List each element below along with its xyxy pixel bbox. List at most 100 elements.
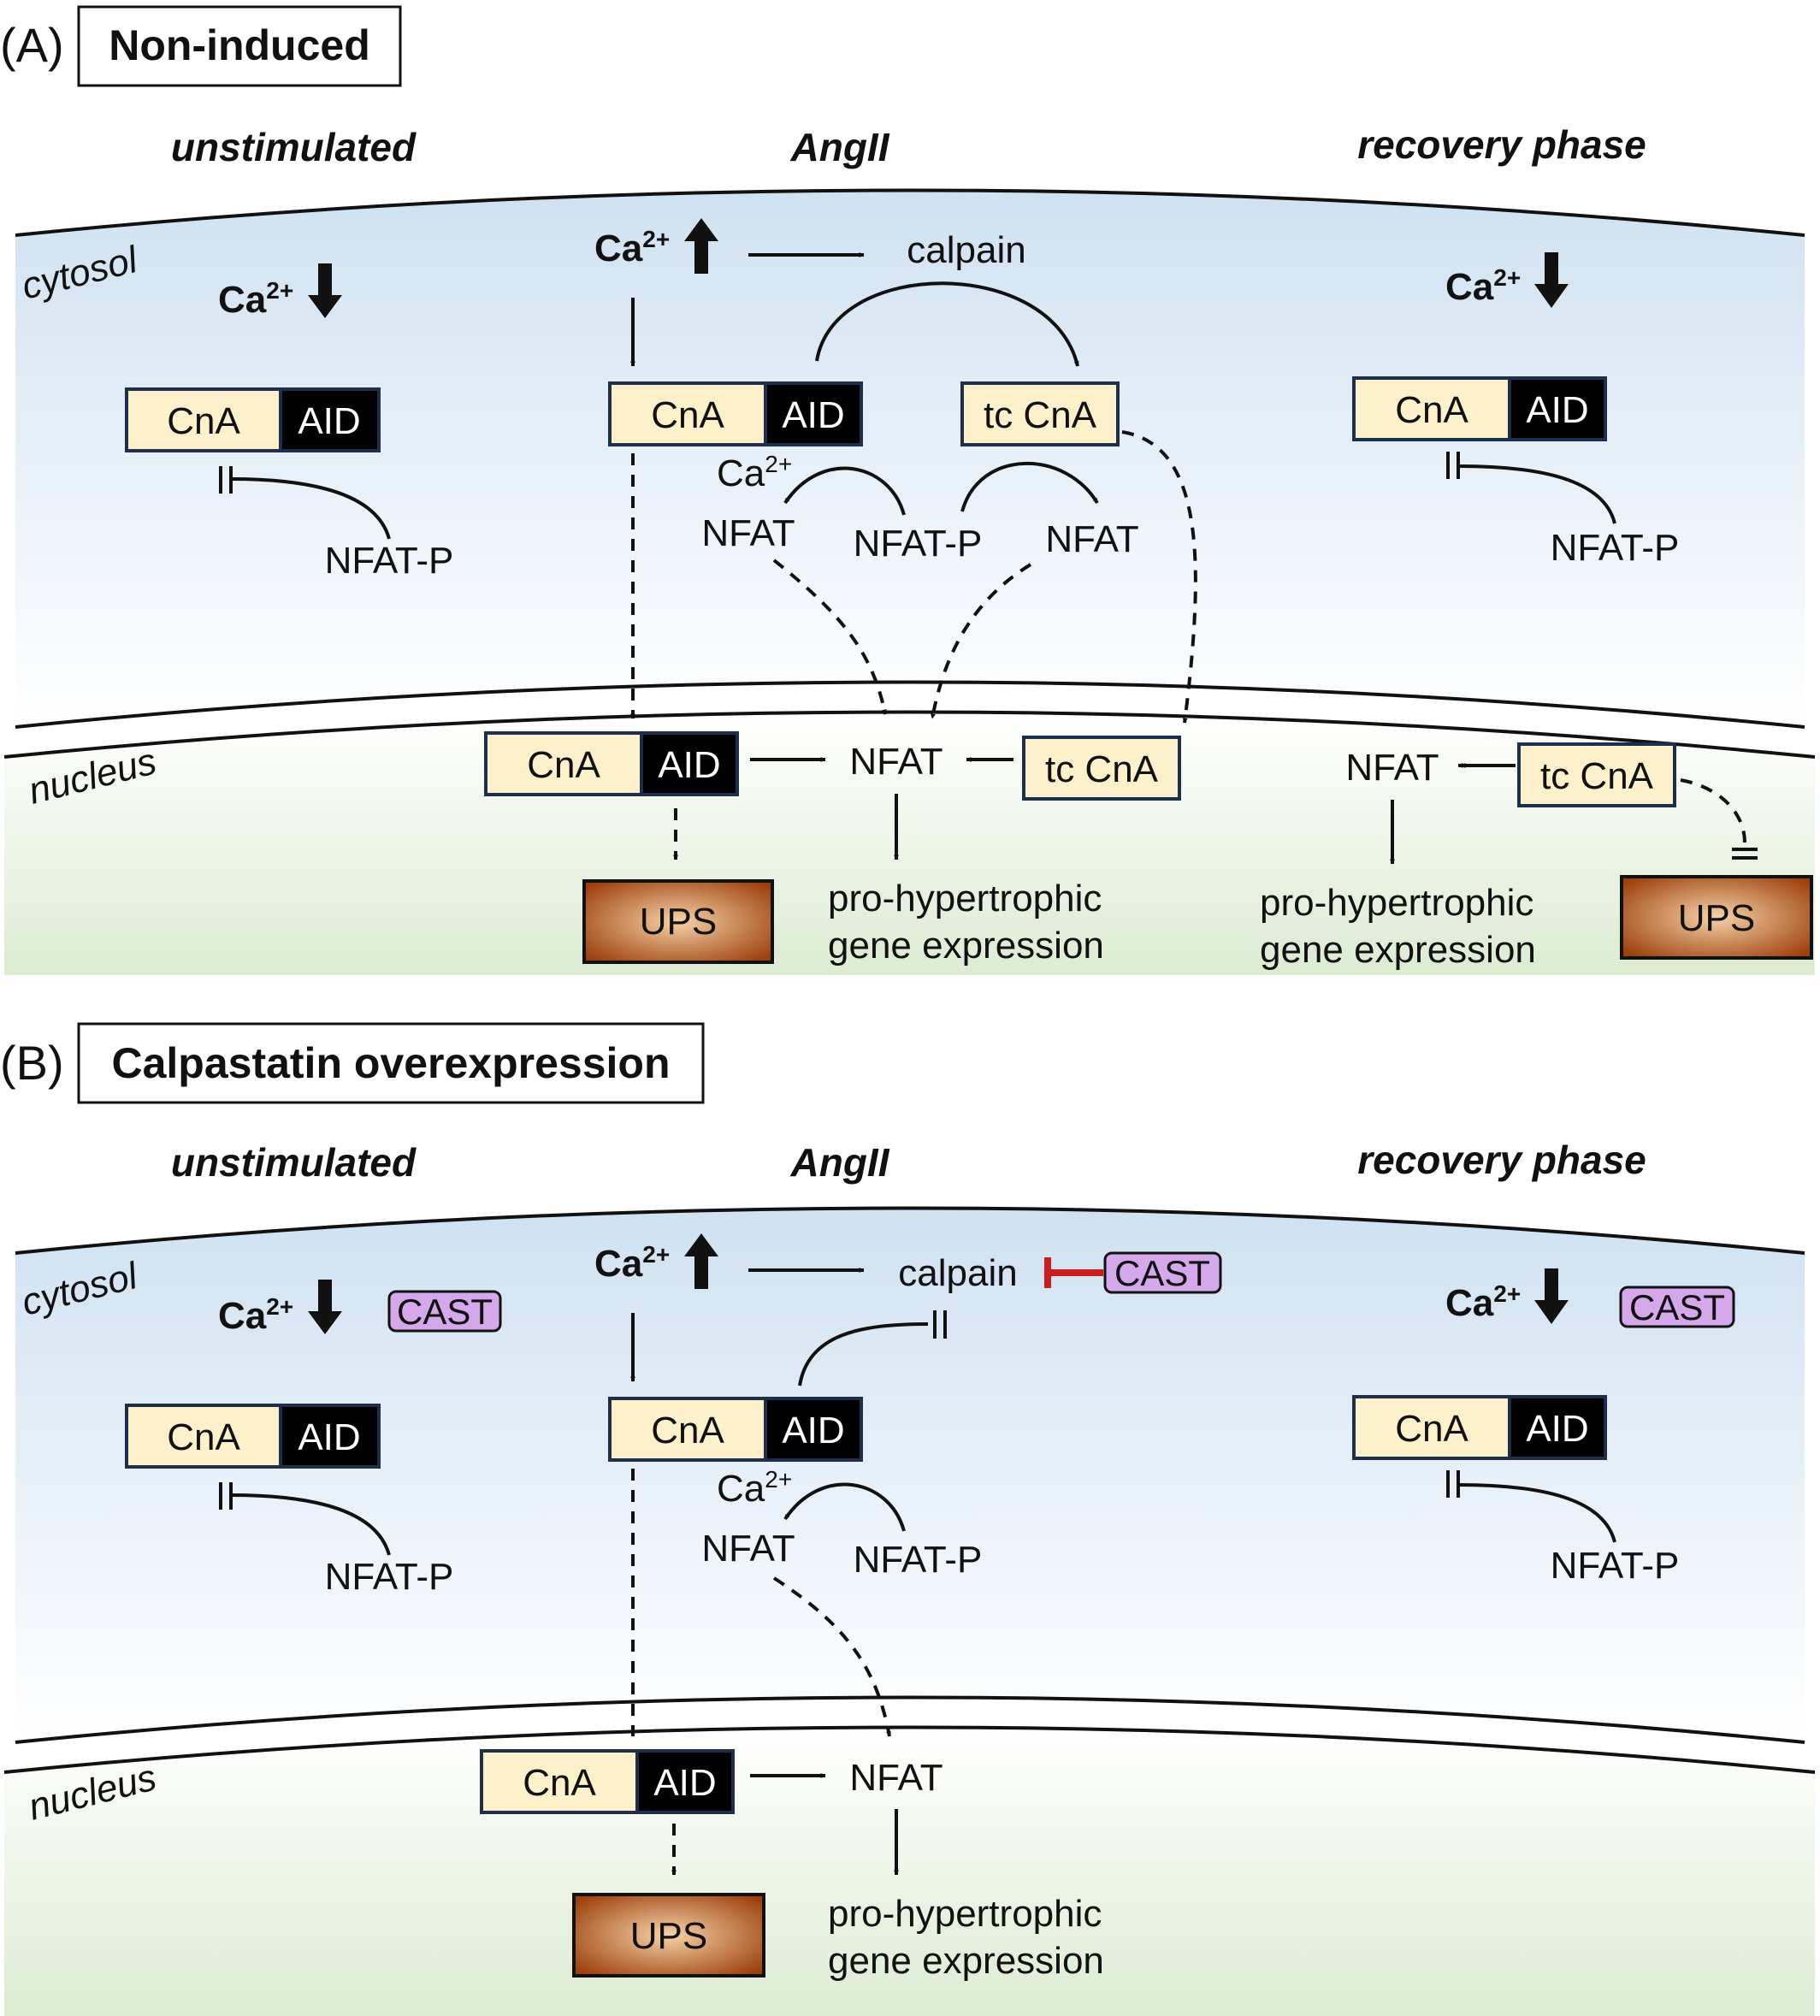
- arrow-calpain-cleavage: [815, 281, 1079, 367]
- arrow-nfat-dephosphorylation: [783, 1482, 906, 1532]
- svg-text:AID: AID: [782, 394, 844, 436]
- svg-text:AID: AID: [653, 1762, 716, 1804]
- cna-aid-complex: CnA AID: [608, 381, 863, 446]
- nfat-label: NFAT: [1045, 518, 1138, 560]
- up-arrow-icon: [684, 218, 718, 274]
- nfat-p-label: NFAT-P: [325, 1556, 454, 1598]
- phase-recovery: recovery phase: [1357, 1138, 1646, 1182]
- ca-low-right: Ca2+: [1445, 1268, 1569, 1324]
- expression-label: pro-hypertrophic: [1260, 882, 1533, 924]
- nfat-label: NFAT: [849, 741, 942, 783]
- svg-text:Ca2+: Ca2+: [1445, 264, 1521, 308]
- nfat-label: NFAT: [849, 1757, 942, 1799]
- svg-text:CnA: CnA: [651, 1410, 724, 1451]
- svg-text:Ca2+: Ca2+: [218, 277, 293, 321]
- nfat-p-inhibition: [219, 1482, 391, 1556]
- nfat-p-label: NFAT-P: [325, 540, 454, 582]
- ca-low-right: Ca2+: [1445, 252, 1569, 308]
- svg-text:CAST: CAST: [1114, 1253, 1210, 1293]
- svg-text:AID: AID: [298, 1416, 360, 1458]
- nuclear-envelope-outer: [3, 710, 1816, 759]
- nfat-label: NFAT: [701, 512, 795, 554]
- phase-angii: AngII: [790, 1140, 890, 1185]
- calpain-label: calpain: [907, 229, 1025, 271]
- panel-b-title: Calpastatin overexpression: [111, 1039, 670, 1087]
- nucleus-region: [4, 712, 1815, 975]
- up-arrow-icon: [684, 1233, 718, 1289]
- svg-text:CnA: CnA: [167, 400, 240, 442]
- expression-label: pro-hypertrophic: [828, 878, 1102, 919]
- tc-cna-box: tc CnA: [1517, 742, 1676, 807]
- phase-angii: AngII: [790, 125, 890, 169]
- svg-text:CnA: CnA: [523, 1762, 596, 1804]
- svg-text:CAST: CAST: [397, 1292, 493, 1332]
- cell-membrane-line: [15, 1206, 1805, 1255]
- svg-text:AID: AID: [658, 744, 720, 786]
- ca-release-label: Ca2+: [717, 451, 792, 494]
- svg-text:CnA: CnA: [167, 1416, 240, 1458]
- expression-label: gene expression: [828, 1940, 1104, 1982]
- cast-box: CAST: [387, 1290, 502, 1333]
- nfat-p-label: NFAT-P: [1551, 1545, 1680, 1587]
- cna-aid-complex: CnA AID: [608, 1397, 863, 1462]
- cytosol-region: [15, 190, 1805, 727]
- panel-a-label: (A): [0, 18, 64, 72]
- panel-b-title-box: [77, 1022, 705, 1104]
- calpain-cleavage-blocked: [798, 1310, 947, 1386]
- nfat-p-label: NFAT-P: [854, 523, 983, 565]
- down-arrow-icon: [308, 1280, 342, 1334]
- svg-text:AID: AID: [298, 400, 360, 442]
- svg-text:UPS: UPS: [1678, 897, 1755, 939]
- dashed-tc-cna-translocation: [1121, 430, 1197, 724]
- dashed-nfat-translocation-left: [772, 559, 887, 715]
- panel-b-label: (B): [0, 1036, 64, 1090]
- cna-aid-complex: CnA AID: [125, 1404, 381, 1469]
- cna-aid-complex: CnA AID: [1352, 1395, 1607, 1460]
- svg-text:CnA: CnA: [651, 394, 724, 436]
- svg-text:UPS: UPS: [630, 1915, 707, 1957]
- nfat-p-inhibition: [219, 466, 391, 540]
- svg-text:CnA: CnA: [527, 744, 600, 786]
- expression-label: gene expression: [828, 925, 1104, 967]
- nuclear-envelope-inner: [15, 680, 1805, 729]
- ups-box: UPS: [1620, 875, 1813, 960]
- expression-label: pro-hypertrophic: [828, 1893, 1102, 1935]
- svg-text:Ca2+: Ca2+: [594, 1241, 670, 1285]
- svg-text:CnA: CnA: [1395, 1408, 1468, 1450]
- down-arrow-icon: [308, 263, 342, 318]
- cna-aid-complex: CnA AID: [1352, 376, 1607, 441]
- ca-low-left: Ca2+: [218, 263, 342, 321]
- svg-text:AID: AID: [782, 1410, 844, 1451]
- ca-release-label: Ca2+: [717, 1466, 792, 1510]
- svg-text:Ca2+: Ca2+: [218, 1293, 293, 1337]
- ca-high-middle: Ca2+: [594, 218, 718, 274]
- nucleus-region: [4, 1727, 1815, 2016]
- svg-text:tc CnA: tc CnA: [1540, 755, 1654, 797]
- nuclear-envelope-inner: [15, 1695, 1805, 1744]
- svg-text:CAST: CAST: [1629, 1287, 1725, 1327]
- nfat-p-inhibition: [1446, 1470, 1616, 1543]
- cna-aid-complex: CnA AID: [484, 731, 739, 796]
- ups-box: UPS: [582, 879, 774, 964]
- cell-membrane-line: [15, 188, 1805, 237]
- nfat-p-label: NFAT-P: [1551, 527, 1680, 569]
- cna-aid-complex: CnA AID: [480, 1749, 735, 1814]
- arrow-nfat-dephosphorylation-right: [960, 462, 1099, 512]
- phase-unstimulated: unstimulated: [171, 125, 417, 169]
- panel-a: (A) Non-induced unstimulated AngII recov…: [0, 5, 1816, 975]
- svg-text:Ca2+: Ca2+: [594, 226, 670, 269]
- svg-text:tc CnA: tc CnA: [1045, 748, 1159, 790]
- svg-text:Ca2+: Ca2+: [1445, 1280, 1521, 1324]
- dashed-nfat-translocation: [772, 1576, 891, 1737]
- phase-recovery: recovery phase: [1357, 122, 1646, 167]
- svg-text:AID: AID: [1526, 1408, 1588, 1450]
- nfat-p-inhibition: [1446, 452, 1616, 524]
- blocked-degradation: [1680, 778, 1758, 860]
- expression-label: gene expression: [1260, 929, 1536, 971]
- calpain-label: calpain: [898, 1252, 1017, 1294]
- cast-box: CAST: [1103, 1251, 1222, 1294]
- ups-box: UPS: [572, 1893, 765, 1978]
- svg-text:tc CnA: tc CnA: [984, 394, 1097, 436]
- dashed-nfat-translocation-right: [931, 563, 1032, 719]
